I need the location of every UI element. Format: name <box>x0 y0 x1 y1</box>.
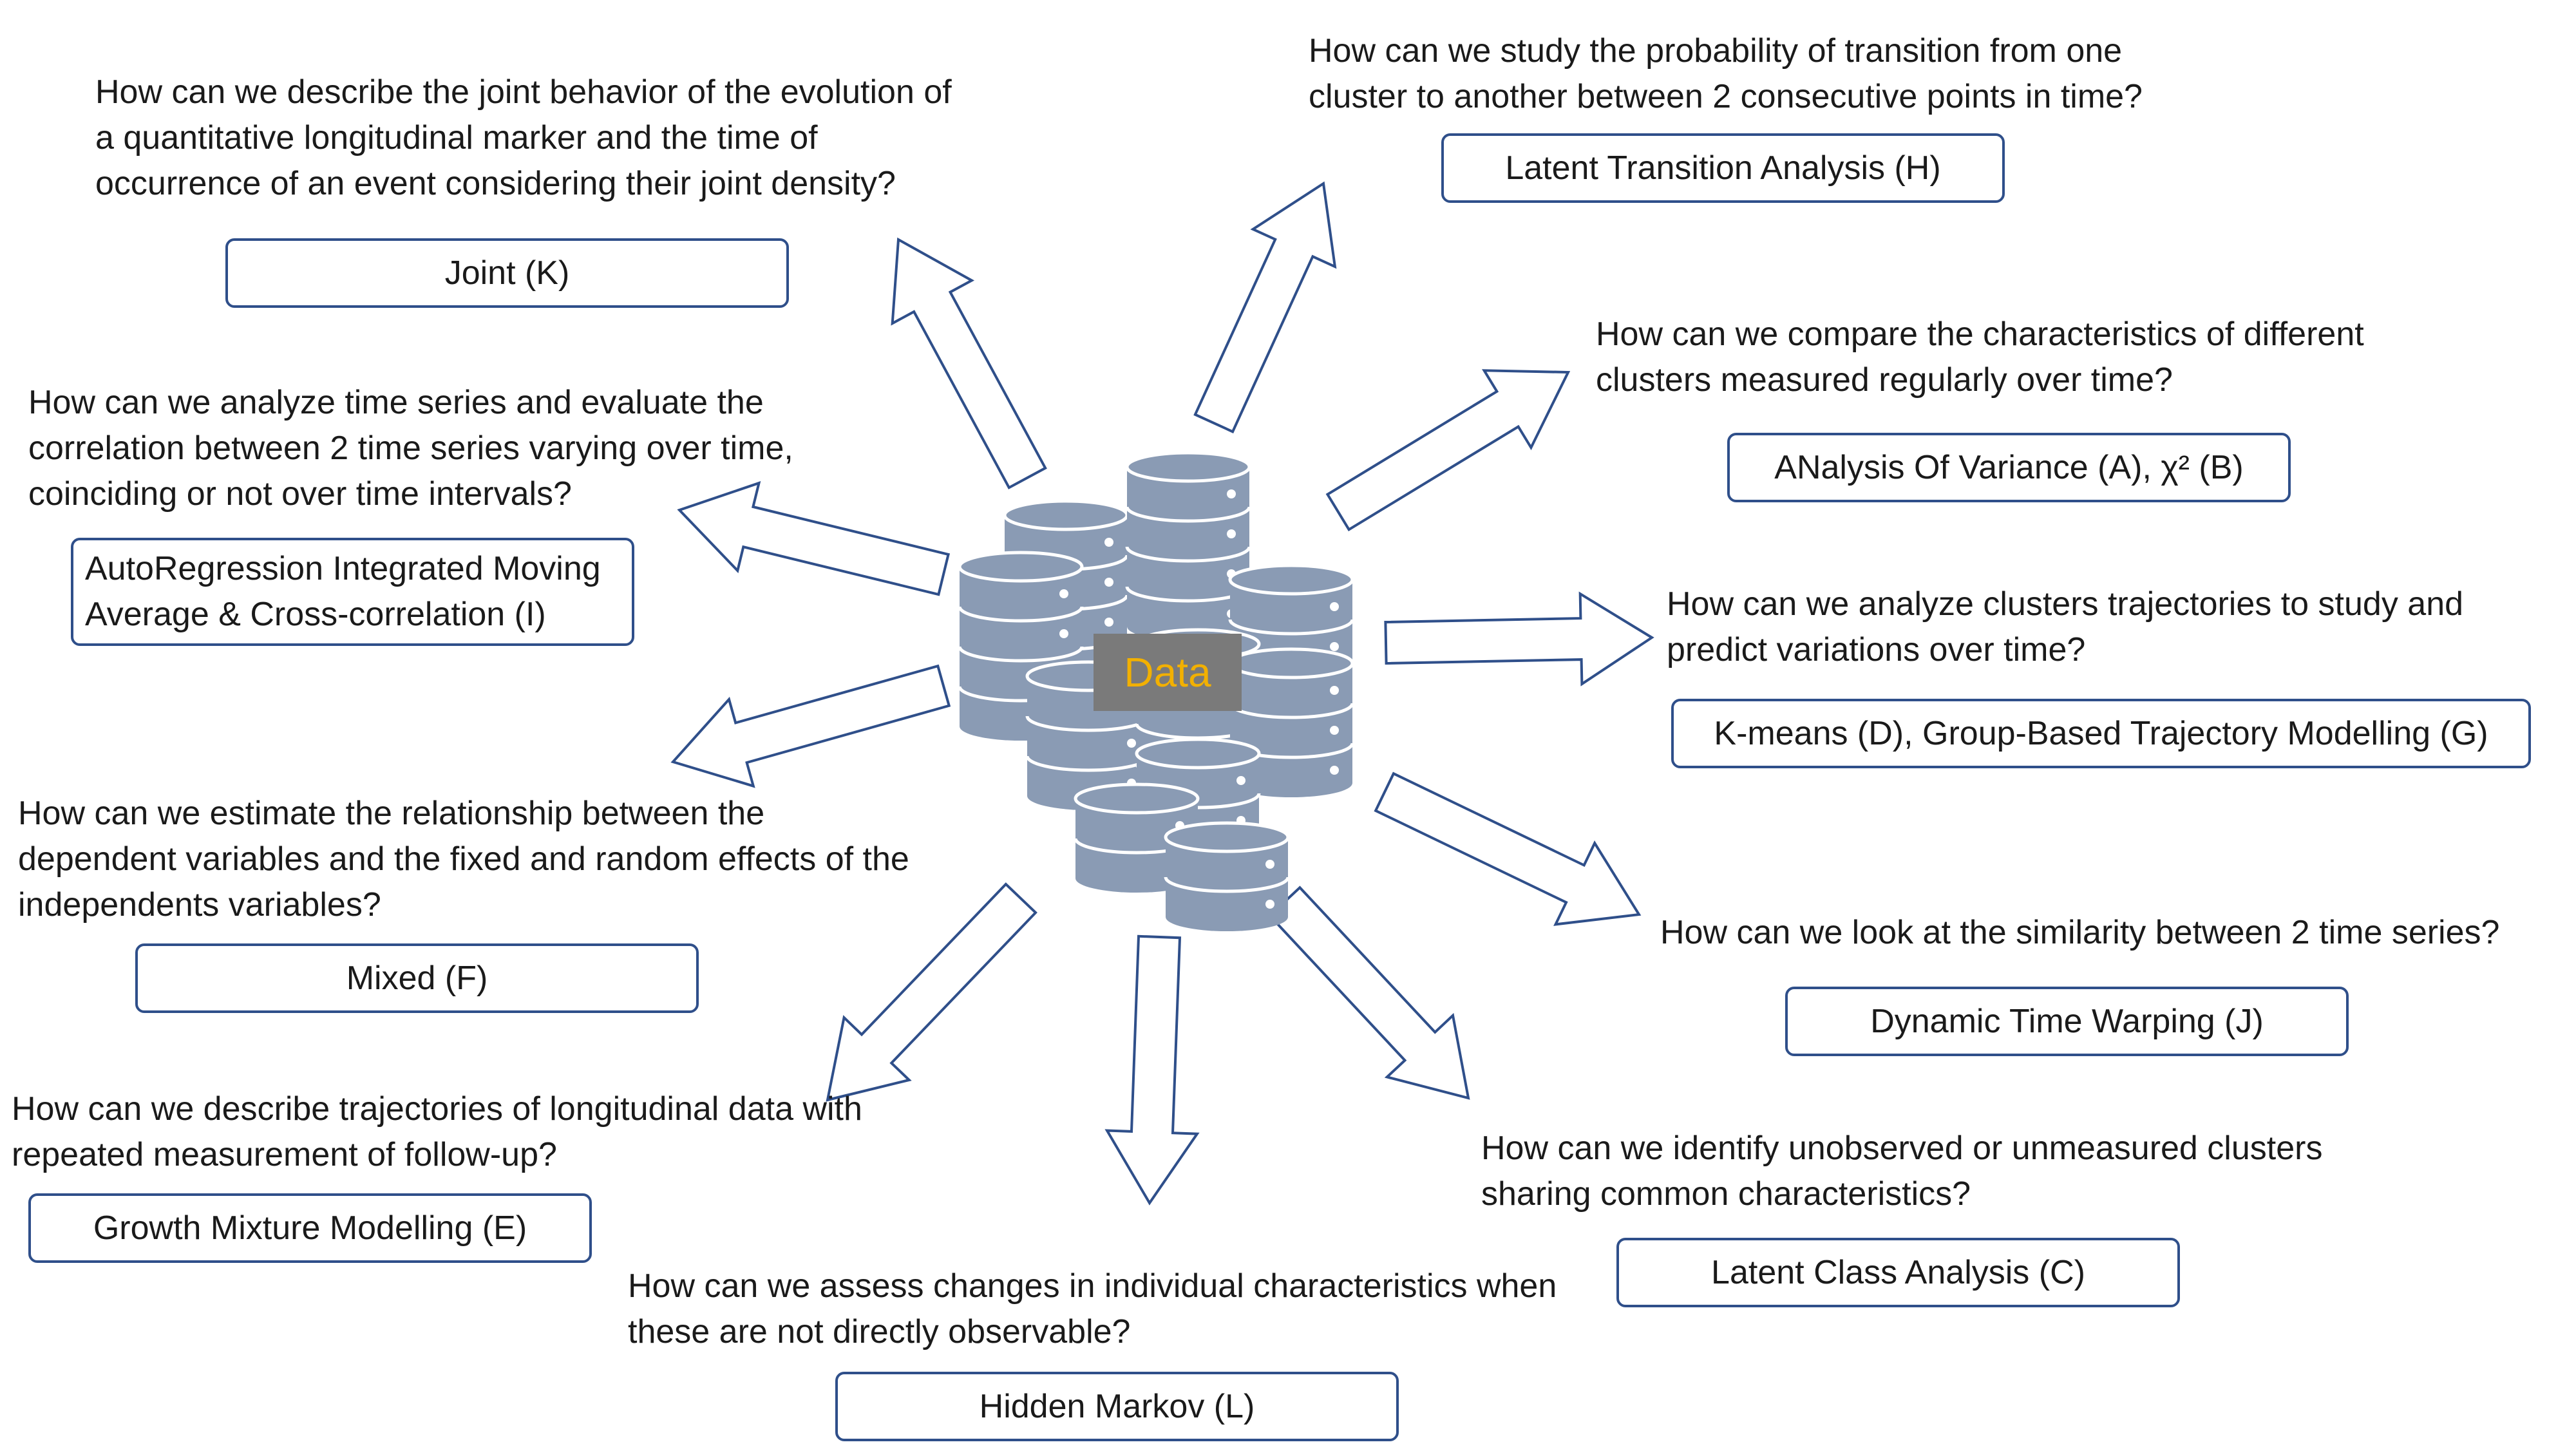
arima-question: How can we analyze time series and evalu… <box>28 384 793 513</box>
arrow-to-hmm <box>1104 934 1200 1206</box>
mixed-method-box: Mixed (F) <box>135 943 699 1013</box>
kmeans-method-box: K-means (D), Group-Based Trajectory Mode… <box>1671 699 2531 768</box>
lta-method-box: Latent Transition Analysis (H) <box>1441 133 2005 203</box>
database-stack-icon <box>1125 451 1251 641</box>
dtw-method-box: Dynamic Time Warping (J) <box>1785 987 2349 1056</box>
joint-method-box: Joint (K) <box>225 238 789 308</box>
gmm-question: How can we describe trajectories of long… <box>12 1090 862 1173</box>
arrow-to-lca <box>1267 886 1470 1100</box>
lta-question: How can we study the probability of tran… <box>1309 32 2143 115</box>
lca-question: How can we identify unobserved or unmeas… <box>1481 1130 2323 1213</box>
arrow-to-gmm <box>826 882 1037 1102</box>
arrow-group <box>670 181 1654 1206</box>
arima-method-box: AutoRegression Integrated Moving Average… <box>71 538 634 646</box>
kmeans-question: How can we analyze clusters trajectories… <box>1667 585 2464 668</box>
arrow-to-dtw <box>1374 772 1642 926</box>
dtw-question: How can we look at the similarity betwee… <box>1660 914 2500 951</box>
database-stack-icon <box>1228 647 1354 797</box>
gmm-method-box: Growth Mixture Modelling (E) <box>28 1193 592 1263</box>
arrow-to-arima <box>677 481 951 596</box>
arrow-to-mixed <box>670 664 951 788</box>
database-cluster <box>958 451 1354 931</box>
arrow-to-joint <box>891 237 1047 489</box>
mixed-question: How can we estimate the relationship bet… <box>18 795 909 923</box>
anova-method-box: ANalysis Of Variance (A), χ² (B) <box>1727 433 2291 502</box>
arrow-to-lta <box>1193 181 1337 433</box>
hmm-method-box: Hidden Markov (L) <box>835 1372 1399 1441</box>
anova-question: How can we compare the characteristics o… <box>1596 316 2364 399</box>
data-label: Data <box>1094 634 1242 711</box>
arrow-to-kmeans <box>1384 591 1654 687</box>
hmm-question: How can we assess changes in individual … <box>628 1267 1557 1350</box>
database-stack-icon <box>1164 821 1290 931</box>
lca-method-box: Latent Class Analysis (C) <box>1616 1238 2180 1307</box>
arrow-to-anova <box>1325 369 1571 532</box>
joint-question: How can we describe the joint behavior o… <box>95 73 952 202</box>
